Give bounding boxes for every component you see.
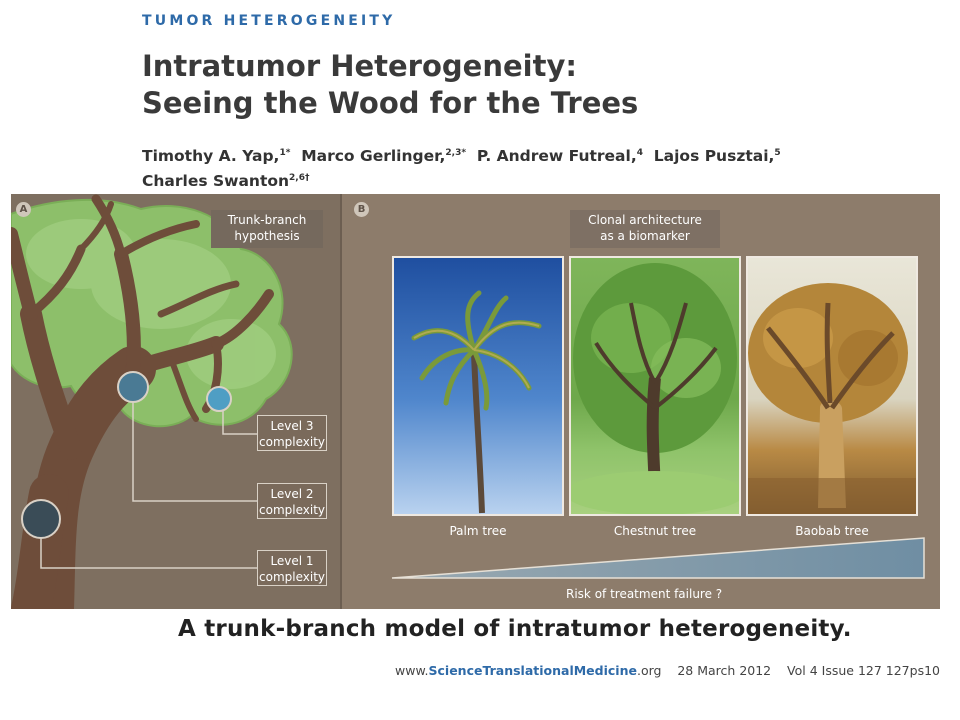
palm-tree-image — [411, 290, 542, 514]
panel-b-letter: B — [354, 202, 369, 217]
chestnut-tree-label: Chestnut tree — [613, 524, 697, 538]
footer-url-prefix: www. — [395, 663, 429, 678]
level-3-clone-marker — [206, 386, 232, 412]
figure-panel-a: A Trunk-branch hypothesis Level 3 comple… — [11, 194, 340, 609]
level-2-label-line-2: complexity — [259, 503, 325, 517]
tree-branch — [11, 227, 38, 321]
baobab-tree-label: Baobab tree — [795, 524, 869, 538]
tree-branch — [117, 220, 200, 258]
title-line-1: Intratumor Heterogeneity: — [142, 49, 577, 83]
connector-line — [222, 401, 257, 435]
author-affiliation: 2,3* — [445, 148, 467, 158]
level-2-clone-marker — [117, 371, 149, 403]
panel-a-caption: Trunk-branch hypothesis — [211, 210, 323, 248]
baobab-tree-image — [748, 283, 916, 514]
risk-label: Risk of treatment failure ? — [566, 587, 723, 601]
foliage-highlight — [186, 319, 276, 389]
level-3-label: Level 3 complexity — [257, 415, 327, 451]
figure: A Trunk-branch hypothesis Level 3 comple… — [11, 194, 940, 609]
tree-branch — [168, 356, 199, 422]
section-label: TUMOR HETEROGENEITY — [142, 13, 396, 29]
baobab-tree-photo — [746, 256, 918, 516]
author-name: Charles Swanton — [142, 172, 290, 191]
palm-tree-photo — [392, 256, 564, 516]
palm-tree-label: Palm tree — [449, 524, 507, 538]
tree-branch — [114, 247, 141, 376]
figure-panel-b: B Clonal architecture as a biomarker — [342, 194, 940, 609]
footer-citation: www.ScienceTranslationalMedicine.org 28 … — [395, 663, 940, 678]
author-list: Timothy A. Yap,1* Marco Gerlinger,2,3* P… — [142, 142, 781, 192]
article-title: Intratumor Heterogeneity: Seeing the Woo… — [142, 48, 638, 122]
tree-branch — [211, 289, 274, 349]
panel-a-letter: A — [16, 202, 31, 217]
level-1-label-line-2: complexity — [259, 570, 325, 584]
level-2-label-line-1: Level 2 — [270, 487, 314, 501]
panel-b-caption-line-1: Clonal architecture — [588, 213, 702, 227]
tree-branch — [26, 244, 86, 319]
footer-url-suffix: .org — [636, 663, 662, 678]
tree-branch — [125, 336, 224, 377]
author-affiliation: 1* — [279, 148, 291, 158]
author-name: P. Andrew Futreal, — [476, 147, 637, 166]
risk-gradient-wedge — [391, 537, 925, 579]
figure-caption: A trunk-branch model of intratumor heter… — [178, 616, 852, 642]
author-affiliation: 2,6† — [289, 173, 310, 184]
author-affiliation: 5 — [774, 148, 781, 158]
tree-branch — [91, 194, 126, 259]
tree-branch — [78, 201, 114, 252]
level-3-label-line-1: Level 3 — [270, 419, 314, 433]
panel-a-caption-line-1: Trunk-branch — [227, 213, 307, 227]
author-name: Marco Gerlinger, — [301, 147, 446, 166]
level-2-label: Level 2 complexity — [257, 483, 327, 519]
author-affiliation: 4 — [636, 148, 643, 158]
panel-divider — [340, 194, 342, 609]
level-1-label-line-1: Level 1 — [270, 554, 314, 568]
tree-branch — [157, 280, 240, 318]
chestnut-tree-photo — [569, 256, 741, 516]
publication-date: 28 March 2012 — [677, 663, 772, 678]
panel-b-caption: Clonal architecture as a biomarker — [570, 210, 720, 248]
panel-b-caption-line-2: as a biomarker — [600, 229, 690, 243]
connector-line — [132, 401, 257, 502]
level-1-label: Level 1 complexity — [257, 550, 327, 586]
panel-a-caption-line-2: hypothesis — [234, 229, 300, 243]
chestnut-tree-image — [571, 263, 739, 514]
trunk-branch-tree-illustration — [11, 194, 293, 609]
journal-brand: ScienceTranslationalMedicine — [428, 663, 637, 678]
title-line-2: Seeing the Wood for the Trees — [142, 86, 639, 120]
connector-line — [40, 537, 257, 569]
author-name: Lajos Pusztai, — [653, 147, 775, 166]
level-3-label-line-2: complexity — [259, 435, 325, 449]
level-1-clone-marker — [21, 499, 61, 539]
tree-branch — [20, 303, 82, 460]
author-name: Timothy A. Yap, — [142, 147, 280, 166]
volume-issue: Vol 4 Issue 127 127ps10 — [787, 663, 940, 678]
